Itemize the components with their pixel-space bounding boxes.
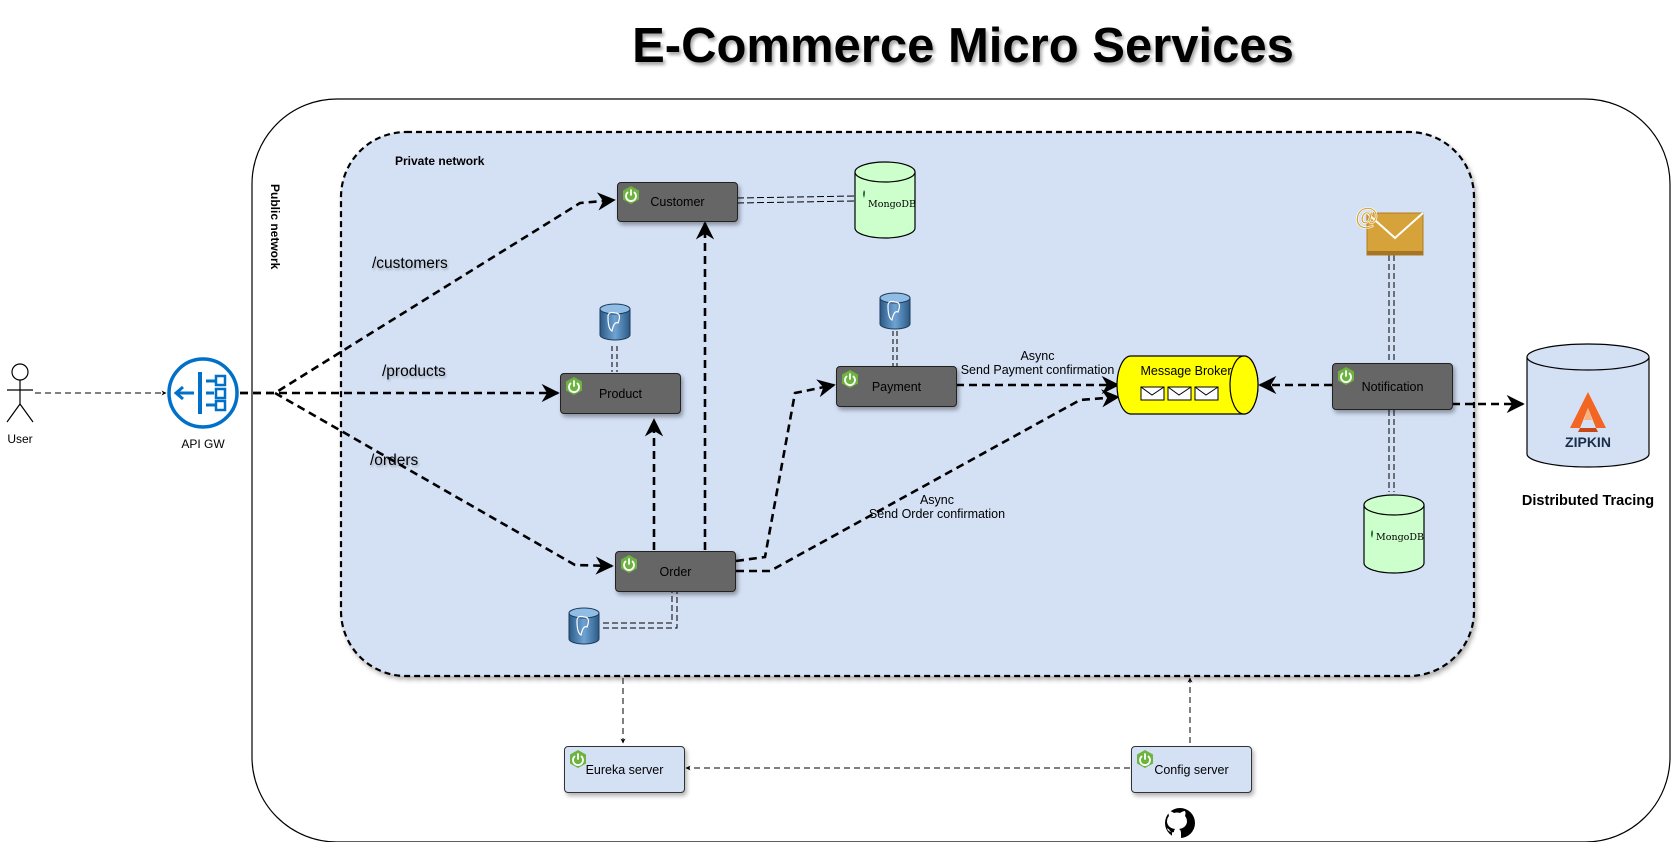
payment-service-label: Payment [871, 379, 922, 394]
notification-service-box[interactable]: Notification [1332, 363, 1453, 410]
payment-postgresql-icon [879, 292, 911, 330]
spring-boot-icon [623, 186, 639, 204]
notification-mongodb-icon [1363, 494, 1425, 574]
route-products-label: /products [382, 363, 446, 380]
order-db-link [603, 590, 678, 629]
spring-boot-icon [1338, 367, 1354, 385]
notification-db-label: MongoDB [1376, 532, 1424, 543]
svg-text:@: @ [1355, 204, 1378, 231]
product-service-box[interactable]: Product [560, 373, 681, 414]
spring-boot-icon [1137, 750, 1153, 768]
zipkin-logo-text: ZIPKIN [1565, 434, 1611, 450]
spring-boot-icon [566, 377, 582, 395]
user-label: User [7, 432, 33, 446]
payment-service-box[interactable]: Payment [836, 366, 957, 407]
customer-db-label: MongoDB [868, 199, 916, 210]
notification-db-link [1388, 410, 1395, 492]
payment-db-link [892, 331, 898, 366]
order-service-label: Order [659, 564, 692, 579]
route-customers-label: /customers [372, 255, 448, 272]
email-icon: @ [1355, 204, 1424, 256]
page-title: E-Commerce Micro Services [632, 19, 1294, 73]
order-postgresql-icon [568, 607, 600, 645]
product-service-label: Product [598, 386, 643, 401]
spring-boot-icon [570, 750, 586, 768]
spring-boot-icon [621, 555, 637, 573]
async-order-label: Async Send Order confirmation [862, 493, 1012, 521]
eureka-server-label: Eureka server [585, 762, 664, 777]
product-db-link [611, 346, 618, 372]
async-payment-line2: Send Payment confirmation [960, 363, 1115, 377]
spring-boot-icon [842, 370, 858, 388]
zipkin-icon [1570, 392, 1606, 432]
async-payment-line1: Async [1020, 349, 1055, 363]
api-gateway-icon[interactable] [167, 357, 239, 429]
public-network-label: Public network [268, 184, 282, 270]
notification-service-label: Notification [1361, 379, 1424, 394]
order-to-broker-connector [736, 389, 1120, 573]
private-network-label: Private network [395, 154, 485, 168]
async-order-line1: Async [919, 493, 955, 507]
config-server-label: Config server [1154, 762, 1229, 777]
async-order-line2: Send Order confirmation [868, 507, 1006, 521]
async-payment-label: Async Send Payment confirmation [955, 349, 1120, 377]
customer-service-label: Customer [650, 195, 705, 209]
api-gateway-label: API GW [181, 437, 225, 451]
message-broker-label: Message Broker [1140, 364, 1232, 378]
message-broker-icon[interactable] [1116, 355, 1259, 415]
eureka-server-box[interactable]: Eureka server [564, 746, 685, 793]
customer-service-box[interactable]: Customer [617, 182, 738, 222]
product-postgresql-icon [599, 303, 631, 341]
customer-mongodb-icon [854, 161, 916, 239]
order-to-payment-connector [735, 379, 836, 563]
config-server-box[interactable]: Config server [1131, 746, 1252, 793]
zipkin-database-icon[interactable] [1526, 343, 1650, 468]
order-service-box[interactable]: Order [615, 551, 736, 592]
route-orders-connector [274, 391, 614, 575]
user-actor-icon [6, 363, 34, 423]
distributed-tracing-label: Distributed Tracing [1521, 493, 1655, 509]
github-icon[interactable] [1165, 808, 1195, 840]
route-orders-label: /orders [370, 452, 419, 469]
